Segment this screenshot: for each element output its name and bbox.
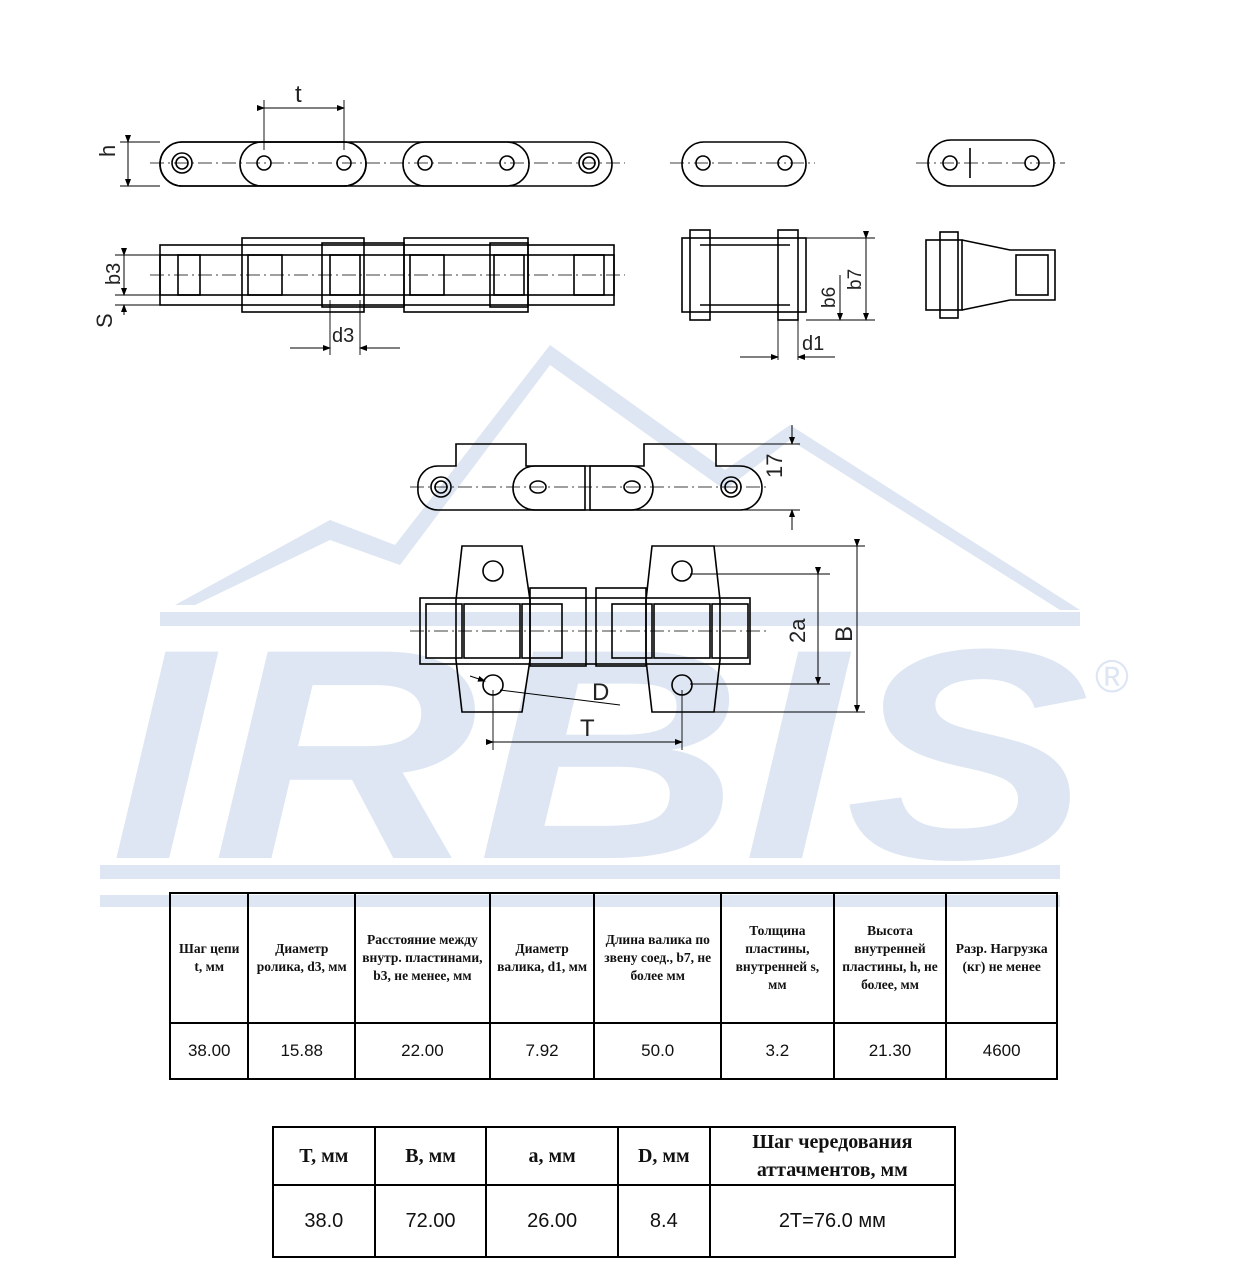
header-plate-height: Высота внутренней пластины, h, не более,… <box>832 892 948 1024</box>
header-pitch: Шаг цепи t, мм <box>168 892 250 1024</box>
table-row: 38.0 72.00 26.00 8.4 2T=76.0 мм <box>272 1184 957 1258</box>
attachment-parameters-table: T, мм B, мм a, мм D, мм Шаг чередования … <box>272 1126 957 1258</box>
header-roller-diameter: Диаметр ролика, d3, мм <box>247 892 357 1024</box>
chain-top-view <box>120 100 625 187</box>
cell-inner-width: 22.00 <box>354 1022 491 1080</box>
cell-plate-thickness: 3.2 <box>720 1022 835 1080</box>
label-17: 17 <box>762 454 787 478</box>
registered-mark: ® <box>1095 650 1129 702</box>
header-pin-diameter: Диаметр валика, d1, мм <box>488 892 596 1024</box>
header-attachment-step: Шаг чередования аттачментов, мм <box>708 1126 957 1186</box>
attachment-chain-side-view <box>410 539 865 750</box>
cell-roller-diameter: 15.88 <box>247 1022 357 1080</box>
cell-D: 8.4 <box>616 1184 711 1258</box>
cell-T: 38.0 <box>272 1184 376 1258</box>
header-B: B, мм <box>373 1126 488 1186</box>
cell-attachment-step: 2T=76.0 мм <box>708 1184 957 1258</box>
label-d1: d1 <box>802 333 824 355</box>
cell-pin-diameter: 7.92 <box>488 1022 596 1080</box>
header-a: a, мм <box>485 1126 619 1186</box>
header-breaking-load: Разр. Нагрузка (кг) не менее <box>945 892 1058 1024</box>
offset-link-views <box>916 139 1065 319</box>
table-header-row: Шаг цепи t, мм Диаметр ролика, d3, мм Ра… <box>168 892 1058 1024</box>
label-h: h <box>95 145 120 157</box>
label-s: S <box>92 313 117 328</box>
label-D: D <box>592 679 609 706</box>
label-B: B <box>831 626 858 642</box>
header-plate-thickness: Толщина пластины, внутренней s, мм <box>720 892 835 1024</box>
label-t: t <box>295 81 302 108</box>
cell-plate-height: 21.30 <box>832 1022 948 1080</box>
cell-a: 26.00 <box>485 1184 619 1258</box>
header-inner-width: Расстояние между внутр. пластинами, b3, … <box>354 892 491 1024</box>
cell-pitch: 38.00 <box>168 1022 250 1080</box>
header-T: T, мм <box>272 1126 376 1186</box>
label-b3: b3 <box>103 263 125 285</box>
header-pin-length: Длина валика по звену соед., b7, не боле… <box>593 892 723 1024</box>
cell-pin-length: 50.0 <box>593 1022 723 1080</box>
label-2a: 2a <box>785 618 810 643</box>
cell-B: 72.00 <box>373 1184 488 1258</box>
logo-text: IRBIS <box>110 586 1092 922</box>
label-d3: d3 <box>332 325 354 347</box>
connecting-link-views <box>670 141 875 360</box>
table-row: 38.00 15.88 22.00 7.92 50.0 3.2 21.30 46… <box>168 1022 1058 1080</box>
attachment-chain-top-view <box>410 425 800 530</box>
cell-breaking-load: 4600 <box>945 1022 1058 1080</box>
chain-side-view <box>115 237 625 355</box>
chain-parameters-table: Шаг цепи t, мм Диаметр ролика, d3, мм Ра… <box>168 892 1058 1080</box>
label-b6: b6 <box>819 287 840 308</box>
label-b7: b7 <box>845 269 866 290</box>
header-D: D, мм <box>616 1126 711 1186</box>
label-T: T <box>580 715 595 742</box>
table-header-row: T, мм B, мм a, мм D, мм Шаг чередования … <box>272 1126 957 1186</box>
